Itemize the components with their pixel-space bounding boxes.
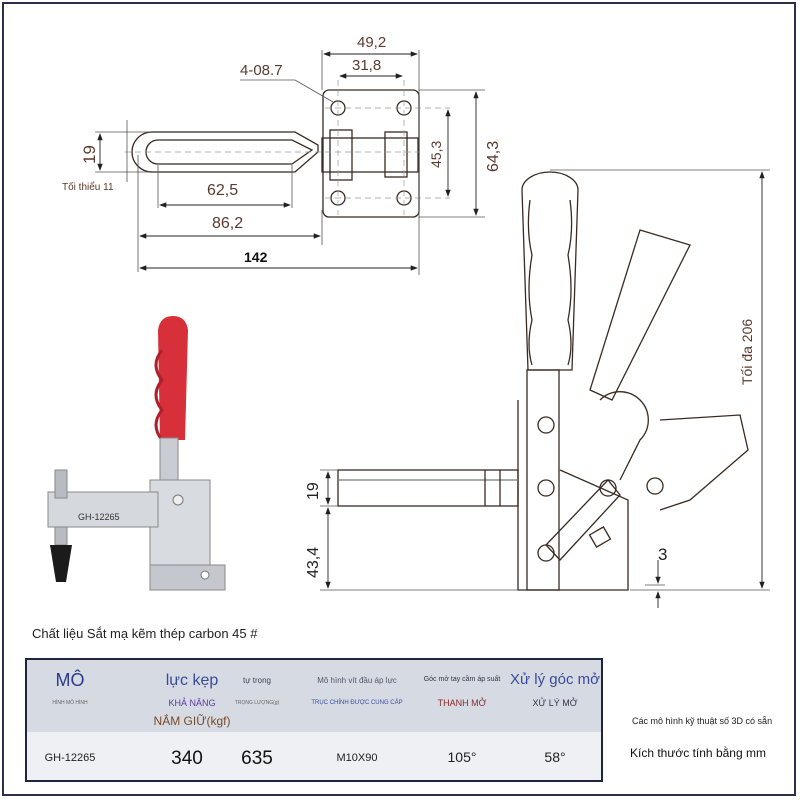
cell-force: 340: [171, 748, 203, 769]
header-force-unit: NẮM GIỮ(kgf): [153, 714, 231, 728]
dim-base-height: 43,4: [305, 547, 322, 578]
dim-base-thickness: 3: [658, 545, 667, 564]
dim-width-inner: 31,8: [352, 57, 381, 74]
header-open-sub: XỬ LÝ MỞ: [532, 698, 578, 708]
header-model: MÔ: [55, 670, 85, 690]
product-photo: GH-12265: [47, 316, 226, 591]
header-angle: Góc mở tay cầm áp suất: [423, 676, 501, 683]
header-force: lực kẹp: [165, 672, 219, 689]
header-angle-sub: THANH MỞ: [437, 698, 487, 708]
material-text: Chất liệu Sắt mạ kẽm thép carbon 45 #: [32, 626, 258, 641]
dim-height-outer: 64,3: [485, 141, 502, 172]
dim-handle-width: 19: [80, 145, 99, 164]
header-weight-sub: TRỌNG LƯỢNG(g): [234, 700, 280, 706]
header-screw-sub: TRỤC CHÍNH ĐƯỢC CUNG CẤP: [311, 700, 403, 706]
table-header: [27, 660, 601, 732]
dim-min-note: Tối thiểu 11: [62, 181, 114, 193]
cell-model: GH-12265: [44, 752, 96, 764]
header-model-sub: HÌNH MÔ HÌNH: [52, 700, 88, 706]
dim-handle-len: 62,5: [207, 182, 238, 199]
note-units: Kích thước tính bằng mm: [630, 746, 766, 760]
dim-height-inner: 45,3: [428, 141, 444, 168]
cell-weight: 635: [241, 748, 273, 769]
dim-max-height: Tối đa 206: [739, 319, 755, 385]
dim-bar-height: 19: [305, 482, 322, 500]
header-open: Xử lý góc mở: [510, 671, 600, 688]
header-force-sub: KHẢ NĂNG: [168, 698, 216, 708]
cell-angle: 105°: [447, 749, 477, 765]
header-weight: tự trọng: [242, 676, 272, 685]
product-label: GH-12265: [78, 512, 120, 522]
dim-reach: 86,2: [212, 215, 243, 232]
top-view: [95, 50, 485, 275]
dim-holes: 4-08.7: [240, 62, 283, 79]
dim-total-len: 142: [244, 249, 268, 265]
spec-table: MÔ HÌNH MÔ HÌNH lực kẹp KHẢ NĂNG NẮM GIỮ…: [25, 658, 603, 782]
cell-screw: M10X90: [336, 752, 378, 764]
side-view: [320, 169, 770, 608]
cell-open: 58°: [544, 749, 566, 765]
header-screw: Mô hình vít đầu áp lực: [317, 676, 397, 685]
dim-width-outer: 49,2: [357, 34, 386, 51]
note-3d-models: Các mô hình kỹ thuật số 3D có sẵn: [632, 716, 773, 726]
